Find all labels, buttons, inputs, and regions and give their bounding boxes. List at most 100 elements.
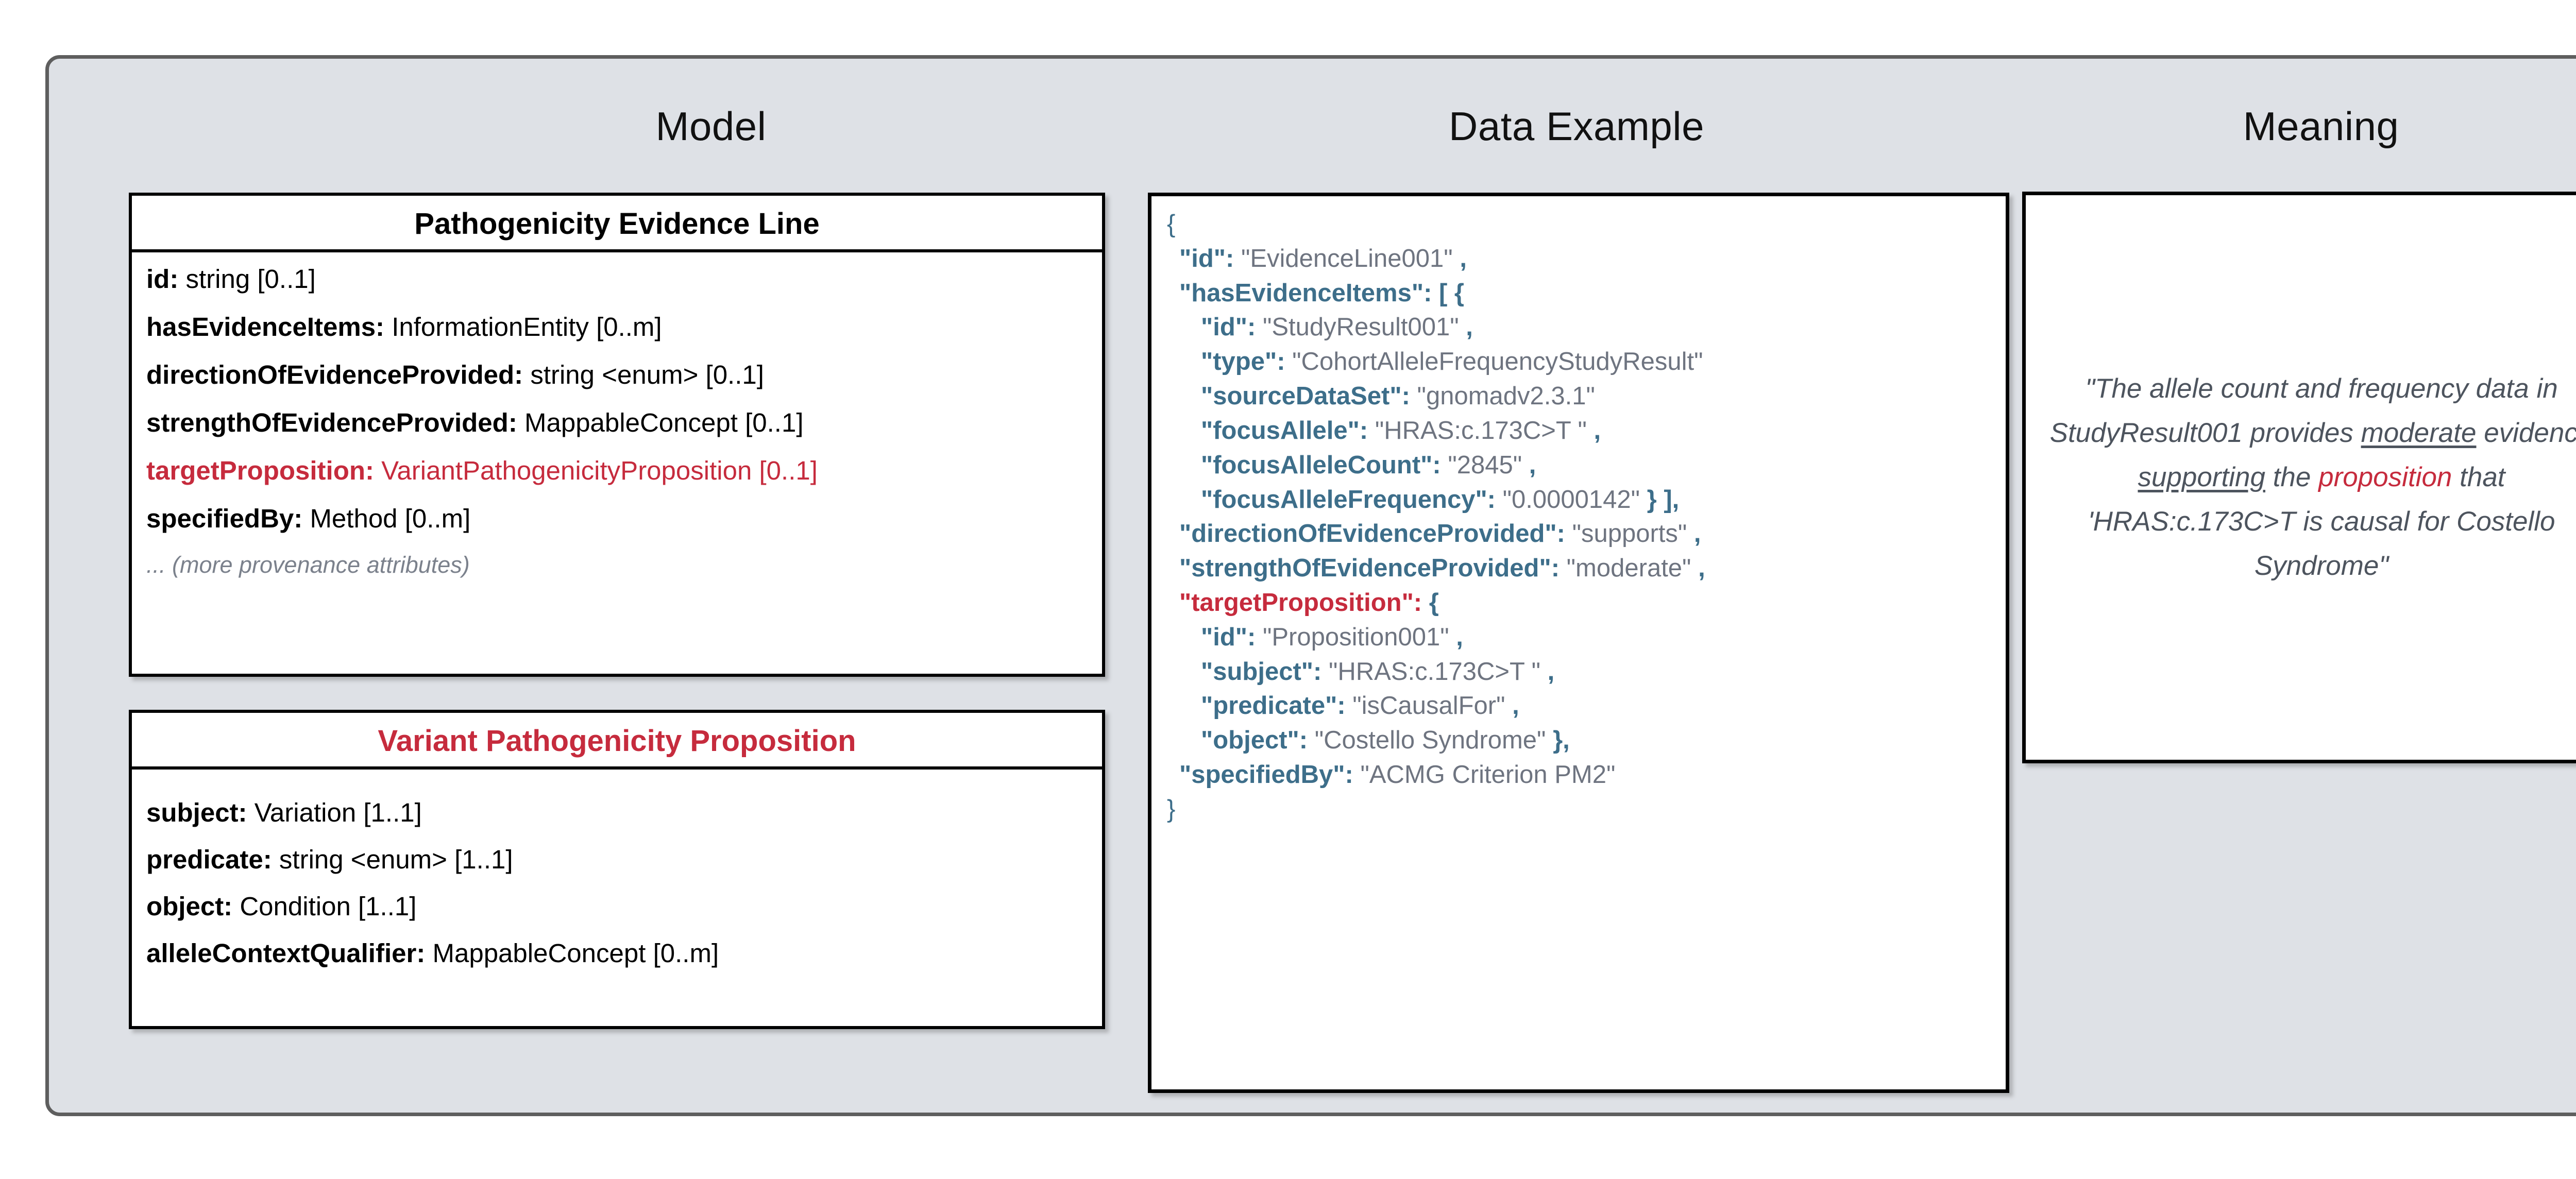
json-punctuation: , — [1452, 244, 1467, 272]
json-punctuation: , — [1459, 313, 1473, 341]
json-value: "isCausalFor" — [1345, 692, 1505, 720]
json-key: "sourceDataSet": — [1201, 382, 1410, 411]
json-key: "type": — [1201, 348, 1285, 376]
json-key: "object": — [1201, 726, 1308, 755]
column-header-model: Model — [655, 104, 767, 149]
json-key: "id": — [1201, 313, 1256, 341]
uml-class-evidence-line: Pathogenicity Evidence Line id: string [… — [129, 193, 1105, 677]
uml-attribute-type: MappableConcept [0..m] — [432, 938, 719, 968]
uml-attribute: subject: Variation [1..1] — [146, 799, 1088, 826]
column-header-meaning: Meaning — [2243, 104, 2399, 149]
meaning-text-segment: evidence — [2484, 418, 2576, 449]
uml-class-title-proposition: Variant Pathogenicity Proposition — [132, 713, 1102, 770]
json-key: "focusAlleleFrequency": — [1201, 485, 1496, 514]
meaning-text-segment: "The allele count and frequency data in … — [2049, 373, 2558, 449]
uml-attribute-name: object: — [146, 892, 240, 921]
json-key: "focusAllele": — [1201, 416, 1368, 445]
uml-attribute-type: MappableConcept [0..1] — [524, 408, 804, 437]
json-key: "subject": — [1201, 657, 1322, 686]
meaning-proposition-highlight: proposition — [2318, 462, 2452, 493]
uml-attribute-type: VariantPathogenicityProposition [0..1] — [381, 456, 818, 485]
uml-attribute-name: predicate: — [146, 845, 279, 874]
json-punctuation: } ], — [1640, 485, 1680, 514]
meaning-text-segment: that 'HRAS:c.173C>T is causal for Costel… — [2088, 462, 2555, 581]
json-punctuation: [ { — [1432, 279, 1465, 307]
json-line: "focusAlleleCount": "2845" , — [1167, 451, 1996, 481]
uml-attribute-name: targetProposition: — [146, 456, 382, 485]
json-value: "gnomadv2.3.1" — [1410, 382, 1595, 411]
json-example-box: {"id": "EvidenceLine001" ,"hasEvidenceIt… — [1148, 193, 2009, 1093]
uml-attribute-name: hasEvidenceItems: — [146, 312, 392, 341]
json-line: "sourceDataSet": "gnomadv2.3.1" — [1167, 382, 1996, 412]
json-line: "predicate": "isCausalFor" , — [1167, 691, 1996, 721]
json-punctuation: }, — [1546, 726, 1570, 755]
uml-attribute-name: directionOfEvidenceProvided: — [146, 360, 531, 389]
json-key: "predicate": — [1201, 692, 1346, 720]
uml-attribute-type: string <enum> [0..1] — [530, 360, 764, 389]
json-value: "HRAS:c.173C>T " — [1321, 657, 1541, 686]
uml-class-title-evidence-line: Pathogenicity Evidence Line — [132, 196, 1102, 252]
meaning-underlined-term: moderate — [2361, 418, 2477, 449]
uml-attribute-type: InformationEntity [0..m] — [392, 312, 662, 341]
json-value: "Costello Syndrome" — [1308, 726, 1546, 755]
json-line: "strengthOfEvidenceProvided": "moderate"… — [1167, 554, 1996, 584]
json-line: { — [1167, 210, 1996, 240]
meaning-box: "The allele count and frequency data in … — [2022, 192, 2576, 763]
json-punctuation: , — [1687, 520, 1701, 548]
json-line: } — [1167, 795, 1996, 825]
uml-attribute-type: string [0..1] — [185, 264, 316, 294]
meaning-text-segment: the — [2265, 462, 2319, 493]
json-line: "targetProposition": { — [1167, 588, 1996, 618]
json-line: "focusAllele": "HRAS:c.173C>T " , — [1167, 416, 1996, 446]
json-key: "id": — [1179, 244, 1234, 272]
json-line: "id": "EvidenceLine001" , — [1167, 244, 1996, 274]
uml-attribute-name: strengthOfEvidenceProvided: — [146, 408, 524, 437]
json-value: "Proposition001" — [1256, 623, 1449, 651]
json-value: "CohortAlleleFrequencyStudyResult" — [1285, 348, 1703, 376]
uml-attribute-list-proposition: subject: Variation [1..1] predicate: stri… — [132, 770, 1102, 966]
uml-attribute: hasEvidenceItems: InformationEntity [0..… — [146, 314, 1088, 340]
json-key: "specifiedBy": — [1179, 761, 1353, 789]
uml-attribute: directionOfEvidenceProvided: string <enu… — [146, 362, 1088, 388]
json-punctuation: , — [1586, 416, 1601, 445]
json-key: "focusAlleleCount": — [1201, 451, 1441, 479]
json-value: "supports" — [1565, 520, 1687, 548]
json-line: "specifiedBy": "ACMG Criterion PM2" — [1167, 760, 1996, 790]
json-key: "id": — [1201, 623, 1256, 651]
uml-attribute-name: subject: — [146, 798, 255, 827]
json-key: "directionOfEvidenceProvided": — [1179, 520, 1565, 548]
json-punctuation: { — [1422, 588, 1439, 617]
json-key: "targetProposition": — [1179, 588, 1422, 617]
uml-attribute-type: Method [0..m] — [310, 504, 471, 533]
json-line: "directionOfEvidenceProvided": "supports… — [1167, 519, 1996, 549]
uml-attribute-name: alleleContextQualifier: — [146, 938, 433, 968]
json-value: "StudyResult001" — [1256, 313, 1459, 341]
json-line: "object": "Costello Syndrome" }, — [1167, 726, 1996, 756]
json-line: "id": "StudyResult001" , — [1167, 313, 1996, 343]
meaning-underlined-term: supporting — [2138, 462, 2265, 493]
uml-attribute: targetProposition: VariantPathogenicityP… — [146, 457, 1088, 484]
uml-attribute-type: Variation [1..1] — [254, 798, 422, 827]
json-brace: { — [1167, 210, 1176, 238]
json-value: "EvidenceLine001" — [1234, 244, 1453, 272]
uml-attribute-type: Condition [1..1] — [240, 892, 417, 921]
json-line: "id": "Proposition001" , — [1167, 623, 1996, 653]
uml-attribute: id: string [0..1] — [146, 266, 1088, 292]
json-punctuation: , — [1691, 554, 1705, 583]
uml-attribute-type: string <enum> [1..1] — [279, 845, 513, 874]
json-line: "subject": "HRAS:c.173C>T " , — [1167, 657, 1996, 687]
column-header-data-example: Data Example — [1449, 104, 1704, 149]
json-value: "HRAS:c.173C>T " — [1368, 416, 1587, 445]
uml-attribute-list-evidence-line: id: string [0..1] hasEvidenceItems: Infor… — [132, 252, 1102, 576]
json-value: "0.0000142" — [1496, 485, 1640, 514]
uml-attribute-name: specifiedBy: — [146, 504, 310, 533]
json-value: "2845" — [1440, 451, 1522, 479]
uml-attribute: predicate: string <enum> [1..1] — [146, 846, 1088, 873]
json-punctuation: , — [1505, 692, 1519, 720]
json-punctuation: , — [1522, 451, 1536, 479]
json-key: "hasEvidenceItems": — [1179, 279, 1432, 307]
uml-attribute: object: Condition [1..1] — [146, 893, 1088, 919]
uml-class-proposition: Variant Pathogenicity Proposition subjec… — [129, 710, 1105, 1029]
json-punctuation: , — [1449, 623, 1463, 651]
